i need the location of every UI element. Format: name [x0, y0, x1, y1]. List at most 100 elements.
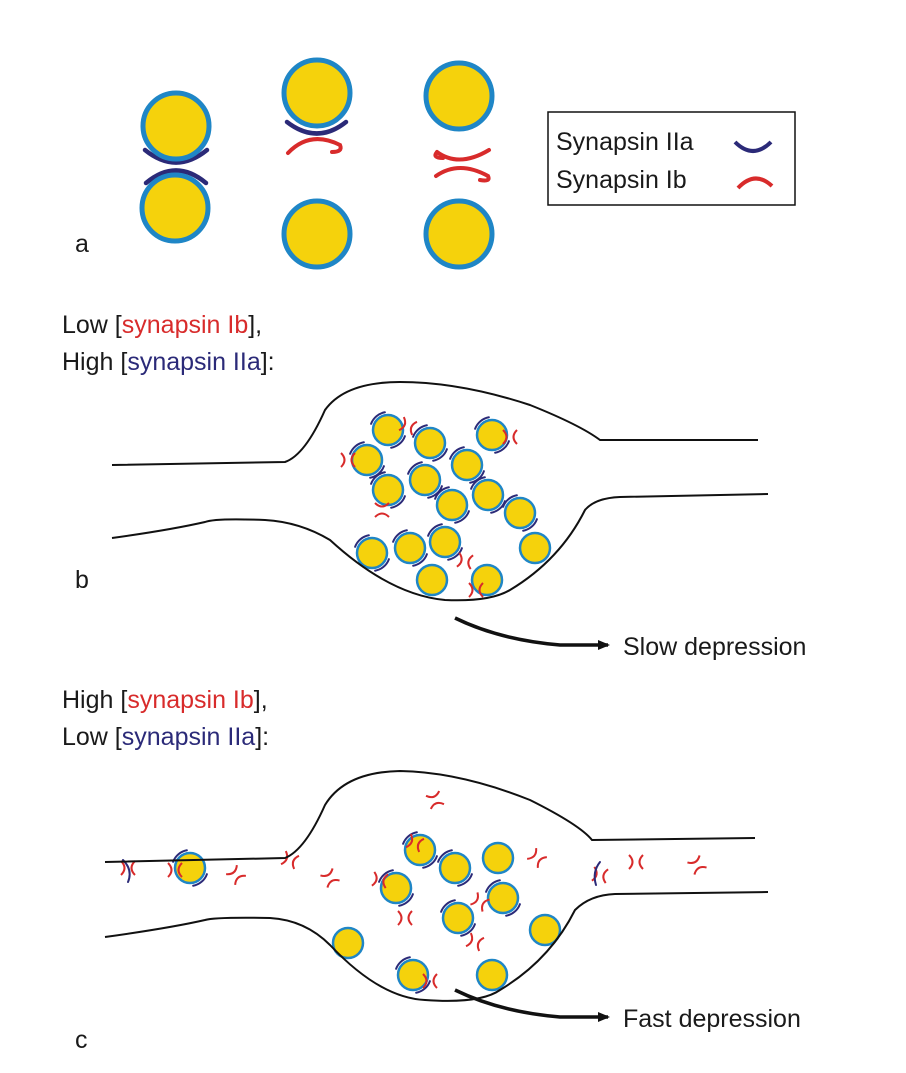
vesicle [423, 60, 495, 132]
synapsin-IIa [440, 899, 456, 913]
panel-c-label: c [75, 1026, 88, 1054]
synapsin-IIa [395, 956, 411, 970]
synapsin-Ib-dimer [280, 850, 300, 870]
panel-b-condition-1: Low [synapsin Ib], [62, 311, 262, 339]
vesicle [503, 496, 537, 530]
synapsin-Ib-dimer [628, 854, 644, 870]
vesicle [481, 841, 515, 875]
synapsin-IIa [422, 855, 438, 869]
synapsin-Ib-dimer [405, 833, 425, 853]
synapsin-Ib [435, 148, 491, 162]
synapsin-IIa [485, 879, 501, 893]
synapsin-Ib-dimer [374, 502, 390, 518]
synapsin-Ib-dimer [371, 871, 389, 889]
synapsin-IIa [437, 849, 453, 863]
panel-c-condition-2: Low [synapsin IIa]: [62, 723, 269, 751]
synapsin-Ib-dimer [465, 932, 485, 952]
vesicle [423, 198, 495, 270]
vesicle [350, 443, 384, 477]
legend-Ib-swatch [736, 176, 774, 190]
synapsin-IIa [460, 923, 476, 937]
synapsin-IIa [374, 558, 390, 572]
vesicle [450, 448, 484, 482]
synapsin-IIa [522, 518, 538, 532]
panel-b-membrane-bottom [111, 493, 769, 602]
synapsin-Ib-dimer [591, 866, 609, 884]
vesicle [139, 172, 211, 244]
synapsin-Ib-dimer [320, 868, 340, 888]
synapsin-IIa [412, 424, 428, 438]
vesicle [475, 418, 509, 452]
synapsin-IIa [449, 446, 465, 460]
fast-depression-arrow [454, 988, 610, 1022]
panel-c-condition-1: High [synapsin Ib], [62, 686, 268, 714]
synapsin-Ib-dimer [468, 582, 484, 598]
synapsin-IIa [370, 471, 386, 485]
synapsin-IIa [407, 461, 423, 475]
synapsin-Ib-dimer [397, 910, 413, 926]
synapsin-IIa [454, 510, 470, 524]
vesicle [428, 525, 462, 559]
vesicle [518, 531, 552, 565]
synapsin-IIa [349, 441, 365, 455]
synapsin-Ib-dimer [398, 416, 418, 436]
synapsin-Ib-dimer [470, 892, 490, 912]
synapsin-IIa [142, 147, 210, 165]
synapsin-IIa [505, 903, 521, 917]
legend-synapsin-Ib: Synapsin Ib [556, 166, 687, 194]
vesicle [475, 958, 509, 992]
vesicle [379, 871, 413, 905]
synapsin-IIa [434, 486, 450, 500]
vesicle [438, 851, 472, 885]
legend-synapsin-IIa: Synapsin IIa [556, 128, 694, 156]
synapsin-IIa [593, 861, 601, 886]
vesicle [371, 413, 405, 447]
synapsin-IIa [398, 893, 414, 907]
panel-c-membrane-bottom [104, 891, 769, 1002]
vesicle [408, 463, 442, 497]
vesicle [413, 426, 447, 460]
synapsin-Ib-dimer [687, 855, 707, 875]
synapsin-IIa [392, 529, 408, 543]
vesicle [396, 958, 430, 992]
vesicle [435, 488, 469, 522]
synapsin-Ib-dimer [502, 429, 518, 445]
synapsin-IIa [502, 494, 518, 508]
synapsin-IIa [494, 440, 510, 454]
panel-b-condition-2: High [synapsin IIa]: [62, 348, 275, 376]
vesicle [471, 478, 505, 512]
slow-depression-label: Slow depression [623, 633, 806, 661]
synapsin-IIa [402, 831, 418, 845]
synapsin-IIa [378, 869, 394, 883]
synapsin-IIa [470, 476, 486, 490]
panel-b-membrane-top [111, 380, 758, 466]
panel-a-label: a [75, 230, 89, 258]
vesicle [331, 926, 365, 960]
synapsin-Ib-dimer [226, 865, 246, 885]
vesicle [393, 531, 427, 565]
synapsin-IIa [447, 547, 463, 561]
synapsin-Ib [433, 150, 491, 183]
synapsin-IIa [457, 873, 473, 887]
vesicle [528, 913, 562, 947]
synapsin-IIa [390, 495, 406, 509]
legend-IIa-swatch [733, 140, 773, 153]
panel-b-label: b [75, 566, 89, 594]
synapsin-IIa [370, 411, 386, 425]
vesicle [371, 473, 405, 507]
synapsin-IIa [427, 523, 443, 537]
vesicle [441, 901, 475, 935]
vesicle [281, 57, 353, 129]
synapsin-Ib-dimer [456, 552, 474, 570]
synapsin-IIa [192, 873, 208, 887]
vesicle [355, 536, 389, 570]
panel-c-membrane-top [104, 769, 756, 863]
synapsin-Ib-dimer [167, 862, 183, 878]
synapsin-Ib-dimer [422, 973, 438, 989]
synapsin-Ib-dimer [425, 790, 445, 810]
synapsin-IIa [390, 435, 406, 449]
vesicle [281, 198, 353, 270]
synapsin-IIa [432, 448, 448, 462]
vesicle [140, 90, 212, 162]
